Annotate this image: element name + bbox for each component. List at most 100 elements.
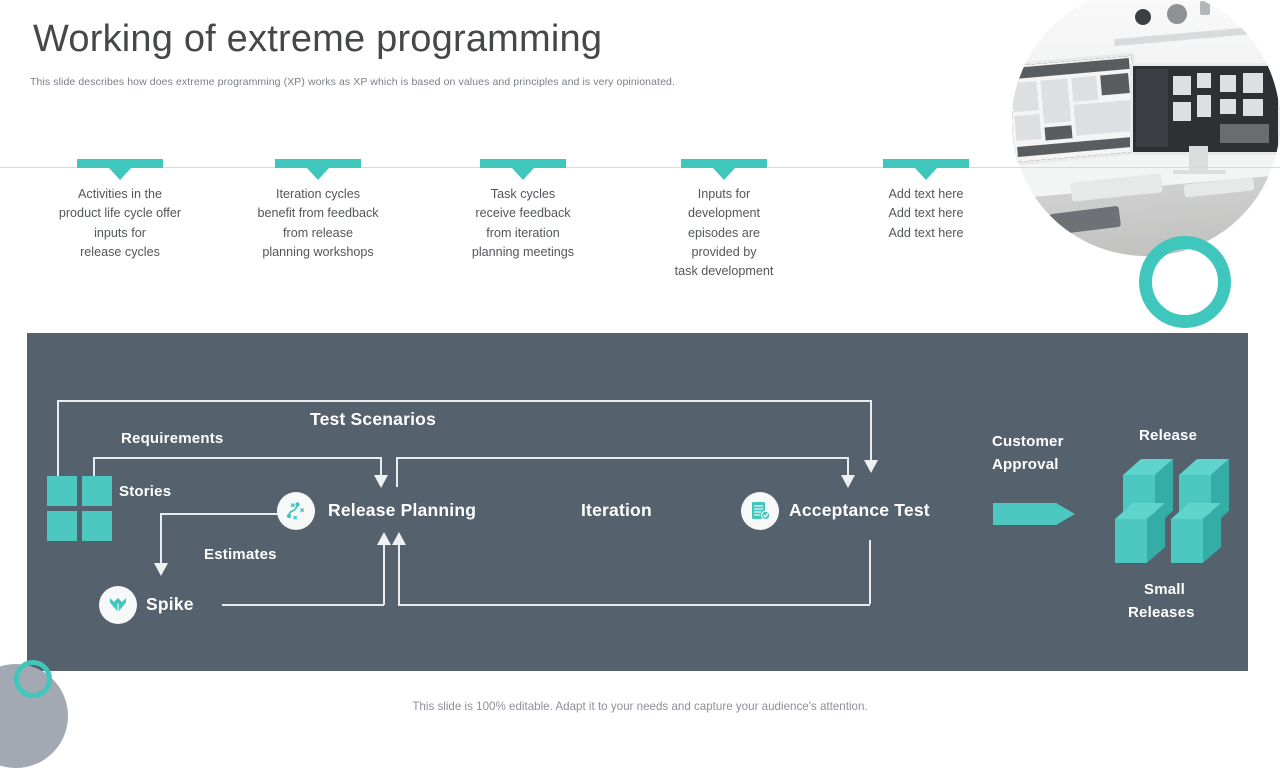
photo-monitor-right [1129,63,1280,155]
connector-rp-to-at [396,457,848,459]
photo-ui-thumb [1196,95,1212,118]
column-marker-4 [681,159,767,168]
photo-object-4 [1221,0,1230,10]
column-line: development [687,206,761,221]
three-d-cubes-icon [1113,447,1241,573]
edge-label-requirements: Requirements [121,430,224,447]
document-check-icon [741,492,779,530]
arrow-into-release-planning [374,475,388,488]
photo-ui-thumb [1219,98,1236,115]
info-column-2: Iteration cycles benefit from feedback f… [218,185,418,262]
photo-ui-thumb [1196,72,1212,89]
output-label-small-releases-line1: Small [1144,581,1186,598]
connector-at-feedback [398,604,870,606]
column-line: Task cycles [490,187,556,201]
node-label-acceptance-test: Acceptance Test [789,500,930,520]
info-column-4: Inputs for development episodes are prov… [624,185,824,281]
connector-requirements-down [380,457,382,477]
column-line: Add text here [888,187,964,201]
slide-root: Working of extreme programming This slid… [0,0,1280,720]
column-line: Add text here [888,225,964,240]
crown-spike-icon [99,586,137,624]
connector-requirements-up [93,457,95,487]
connector-spike-down [160,513,162,565]
photo-monitor-left [1012,52,1143,166]
photo-ui-tile [1013,113,1042,141]
column-marker-1 [77,159,163,168]
photo-object-2 [1167,4,1188,25]
connector-rp-to-at-down [847,457,849,477]
photo-ui-strip [1219,124,1269,144]
output-label-customer-approval-line2: Approval [992,456,1059,473]
output-label-small-releases-line2: Releases [1128,604,1195,621]
square-tl [47,476,77,506]
teal-ring-decoration-bottom [14,660,52,698]
arrow-into-release-planning-right [392,532,406,545]
photo-object-3 [1199,1,1210,16]
edge-label-estimates: Estimates [204,546,277,563]
workspace-photo [1012,0,1280,256]
arrow-into-release-planning-left [377,532,391,545]
arrow-into-spike [154,563,168,576]
connector-at-down [869,540,871,604]
column-marker-3 [480,159,566,168]
column-line: release cycles [80,244,160,259]
column-line: from iteration [486,225,560,240]
square-br [82,511,112,541]
photo-ui-thumb [1173,76,1191,96]
photo-ui-tile [1012,81,1039,113]
output-label-customer-approval-line1: Customer [992,433,1064,450]
photo-ui-tile [1043,124,1073,141]
column-line: product life cycle offer [58,206,182,221]
photo-ui-thumb [1219,74,1236,92]
page-subtitle: This slide describes how does extreme pr… [30,76,675,88]
photo-ui-tile [1071,75,1099,102]
column-line: from release [283,225,353,240]
column-line: episodes are [687,225,761,240]
square-bl [47,511,77,541]
column-marker-2 [275,159,361,168]
output-label-release: Release [1139,427,1198,444]
info-column-3: Task cycles receive feedback from iterat… [423,185,623,262]
photo-ui-panel [1135,69,1168,147]
connector-test-scenarios-down [870,400,872,462]
page-title: Working of extreme programming [33,18,603,60]
arrow-into-acceptance-test-outer [864,460,878,473]
column-line: inputs for [94,225,146,240]
connector-stories-up [57,400,59,482]
connector-stories-to-spike [160,513,285,515]
node-label-iteration: Iteration [581,500,652,520]
photo-monitor-stand [1188,146,1208,173]
node-label-spike: Spike [146,594,194,614]
photo-ui-thumb [1173,102,1191,121]
connector-requirements [93,457,381,459]
edge-label-test-scenarios: Test Scenarios [310,409,437,429]
column-line: planning workshops [262,244,374,259]
edge-label-stories: Stories [119,483,172,500]
photo-ui-tile [1039,78,1072,124]
column-line: task development [674,264,774,279]
photo-image [1012,0,1280,256]
section-divider [0,167,1280,168]
column-line: Iteration cycles [276,187,360,201]
column-line: Add text here [888,206,964,221]
cube-bottom-right [1171,503,1221,563]
arrow-head [1056,503,1075,525]
customer-approval-arrow-icon [993,503,1075,525]
column-line: Inputs for [697,187,751,201]
column-line: Activities in the [78,187,162,201]
column-line: planning meetings [471,244,575,259]
four-squares-icon [47,476,112,541]
teal-ring-decoration-top [1139,236,1231,328]
connector-spike-feedback [222,604,384,606]
info-column-5: Add text here Add text here Add text her… [826,185,1026,243]
connector-spike-feedback-up [383,545,385,605]
photo-object-5 [1242,0,1257,5]
cube-bottom-left [1115,503,1165,563]
strategy-icon [277,492,315,530]
info-column-1: Activities in the product life cycle off… [20,185,220,262]
photo-ui-tile [1073,100,1133,136]
arrow-body [993,503,1057,525]
column-line: benefit from feedback [257,206,379,221]
column-line: provided by [691,244,757,259]
